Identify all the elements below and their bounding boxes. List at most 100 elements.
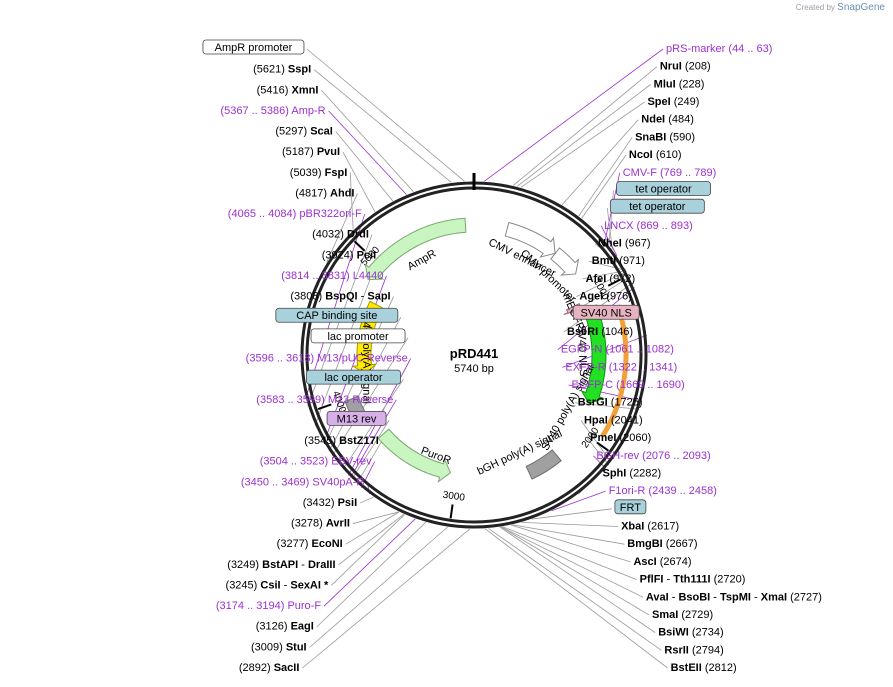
site-label-exfp-r[interactable]: EXFP-R (1322 .. 1341) bbox=[565, 361, 677, 373]
site-label-bsiwi[interactable]: BsiWI (2734) bbox=[658, 627, 723, 639]
site-label-bseri[interactable]: BseRI (1046) bbox=[567, 326, 633, 338]
label-name-part: L4440 bbox=[353, 270, 384, 282]
site-label-mlui[interactable]: MluI (228) bbox=[654, 78, 705, 90]
site-label-pvui[interactable]: (5187) PvuI bbox=[282, 146, 340, 158]
site-label-f1ori-r[interactable]: F1ori-R (2439 .. 2458) bbox=[609, 485, 717, 497]
label-position: (769 .. 789) bbox=[660, 167, 716, 179]
label-name-part: BmtI bbox=[592, 255, 616, 267]
site-label-tet-operator[interactable]: tet operator bbox=[609, 198, 705, 214]
site-label-sphi[interactable]: SphI (2282) bbox=[603, 467, 662, 479]
site-label-ampr-promoter[interactable]: AmpR promoter bbox=[202, 39, 305, 55]
feature-arrow-cmv-promoter[interactable] bbox=[550, 247, 580, 276]
label-position: (2439 .. 2458) bbox=[648, 485, 717, 497]
site-label-bstapi-draiii[interactable]: (3249) BstAPI - DraIII bbox=[227, 559, 335, 571]
site-label-ahdi[interactable]: (4817) AhdI bbox=[295, 187, 354, 199]
site-label-ndei[interactable]: NdeI (484) bbox=[641, 114, 694, 126]
label-position: (3126) bbox=[256, 621, 288, 633]
site-label-drdi[interactable]: (4032) DrdI bbox=[312, 229, 369, 241]
label-name-part: BstZ17I bbox=[339, 435, 379, 447]
site-label-nhei[interactable]: NheI (967) bbox=[598, 238, 651, 250]
label-name: (3814 .. 3831) L4440 bbox=[281, 270, 383, 282]
site-label-xbai[interactable]: XbaI (2617) bbox=[621, 521, 679, 533]
site-label-amp-r[interactable]: (5367 .. 5386) Amp-R bbox=[220, 105, 325, 117]
site-label-avai-bsobi-tspmi-xmai[interactable]: AvaI - BsoBI - TspMI - XmaI (2727) bbox=[646, 591, 822, 603]
site-label-afei[interactable]: AfeI (972) bbox=[586, 273, 636, 285]
site-label-bsrgi[interactable]: BsrGI (1725) bbox=[578, 397, 643, 409]
site-label-spei[interactable]: SpeI (249) bbox=[647, 96, 699, 108]
callout-line bbox=[568, 384, 642, 402]
site-label-stui[interactable]: (3009) StuI bbox=[251, 641, 307, 653]
plasmid-length: 5740 bp bbox=[454, 363, 494, 375]
label-name-part: SspI bbox=[288, 64, 311, 76]
callout-line bbox=[306, 48, 465, 182]
site-label-snabi[interactable]: SnaBI (590) bbox=[635, 131, 695, 143]
site-label-egfp-n[interactable]: EGFP-N (1061 .. 1082) bbox=[561, 344, 674, 356]
label-name-part: NheI bbox=[598, 238, 622, 250]
site-label-bmgbi[interactable]: BmgBI (2667) bbox=[627, 538, 697, 550]
label-position: (4032) bbox=[312, 229, 344, 241]
feature-arrow-puror[interactable] bbox=[377, 428, 452, 483]
site-label-pflfi-tth111i[interactable]: PflFI - Tth111I (2720) bbox=[640, 574, 746, 586]
site-label-agei[interactable]: AgeI (976) bbox=[579, 291, 632, 303]
label-name: (5621) SspI bbox=[253, 64, 311, 76]
callout-line bbox=[499, 526, 656, 633]
site-label-tet-operator[interactable]: tet operator bbox=[616, 181, 711, 196]
feature-arrow-megfp[interactable] bbox=[580, 304, 607, 405]
site-label-bmti[interactable]: BmtI (971) bbox=[592, 255, 645, 267]
site-label-frt[interactable]: FRT bbox=[614, 499, 647, 515]
site-label-psii[interactable]: (3432) PsiI bbox=[303, 497, 357, 509]
callout-line bbox=[360, 496, 374, 504]
site-label-bgh-rev[interactable]: BGH-rev (2076 .. 2093) bbox=[596, 450, 710, 462]
callout-line bbox=[352, 511, 399, 524]
label-name: SphI (2282) bbox=[603, 467, 662, 479]
site-label-lac-promoter[interactable]: lac promoter bbox=[310, 328, 406, 344]
feature-arrow-cmv-enhancer[interactable] bbox=[504, 221, 556, 258]
site-label-bspqi-sapi[interactable]: (3808) BspQI - SapI bbox=[290, 291, 390, 303]
site-label-egfp-c[interactable]: EGFP-C (1669 .. 1690) bbox=[572, 379, 685, 391]
site-label-avrii[interactable]: (3278) AvrII bbox=[291, 518, 350, 530]
label-name: (5297) ScaI bbox=[275, 126, 333, 138]
site-label-xmni[interactable]: (5416) XmnI bbox=[257, 84, 319, 96]
site-label-nrui[interactable]: NruI (208) bbox=[660, 61, 711, 73]
site-label-sspi[interactable]: (5621) SspI bbox=[253, 64, 311, 76]
site-label-pcii[interactable]: (3924) PciI bbox=[322, 249, 376, 261]
label-name-part: DraIII bbox=[308, 559, 336, 571]
label-position: (4065 .. 4084) bbox=[228, 208, 297, 220]
site-label-bstz17i[interactable]: (3545) BstZ17I bbox=[304, 435, 379, 447]
label-position: (2060) bbox=[619, 432, 651, 444]
site-label-sv40-nls[interactable]: SV40 NLS bbox=[572, 304, 640, 320]
site-label-hpai[interactable]: HpaI (2041) bbox=[584, 414, 643, 426]
site-label-ebv-rev[interactable]: (3504 .. 3523) EBV-rev bbox=[260, 456, 372, 468]
site-label-l4440[interactable]: (3814 .. 3831) L4440 bbox=[281, 270, 383, 282]
site-label-lac-operator[interactable]: lac operator bbox=[306, 369, 401, 385]
label-name: BmtI (971) bbox=[592, 255, 645, 267]
label-name: (4817) AhdI bbox=[295, 187, 354, 199]
site-label-m13-puc-reverse[interactable]: (3596 .. 3618) M13/pUC Reverse bbox=[246, 353, 408, 365]
site-label-prs-marker[interactable]: pRS-marker (44 .. 63) bbox=[666, 43, 772, 55]
site-label-pmei[interactable]: PmeI (2060) bbox=[590, 432, 651, 444]
site-label-lncx[interactable]: LNCX (869 .. 893) bbox=[604, 220, 693, 232]
site-label-fspi[interactable]: (5039) FspI bbox=[290, 167, 347, 179]
site-label-sv40pa-r[interactable]: (3450 .. 3469) SV40pA-R bbox=[241, 476, 365, 488]
site-label-ncoi[interactable]: NcoI (610) bbox=[629, 149, 682, 161]
feature-arrow-bgh-poly-a-signal[interactable] bbox=[525, 449, 562, 480]
callout-line bbox=[531, 508, 612, 520]
site-label-asci[interactable]: AscI (2674) bbox=[633, 556, 691, 568]
site-label-eagi[interactable]: (3126) EagI bbox=[256, 621, 314, 633]
site-label-puro-f[interactable]: (3174 .. 3194) Puro-F bbox=[216, 600, 321, 612]
site-label-cmv-f[interactable]: CMV-F (769 .. 789) bbox=[623, 167, 717, 179]
bp-tick-mark bbox=[596, 441, 610, 452]
site-label-rsrii[interactable]: RsrII (2794) bbox=[664, 644, 723, 656]
site-label-econi[interactable]: (3277) EcoNI bbox=[277, 538, 343, 550]
site-label-csii-sexai[interactable]: (3245) CsiI - SexAI * bbox=[226, 579, 329, 591]
site-label-m13-reverse[interactable]: (3583 .. 3599) M13 Reverse bbox=[256, 394, 393, 406]
site-label-scai[interactable]: (5297) ScaI bbox=[275, 126, 333, 138]
site-label-bsteii[interactable]: BstEII (2812) bbox=[671, 662, 737, 674]
site-label-pbr322ori-f[interactable]: (4065 .. 4084) pBR322ori-F bbox=[228, 208, 362, 220]
site-label-m13-rev[interactable]: M13 rev bbox=[326, 410, 387, 426]
site-label-cap-binding-site[interactable]: CAP binding site bbox=[275, 307, 399, 323]
feature-arrow-ampr[interactable] bbox=[364, 217, 467, 281]
site-label-smai[interactable]: SmaI (2729) bbox=[652, 609, 713, 621]
label-position: (2617) bbox=[647, 521, 679, 533]
site-label-sacii[interactable]: (2892) SacII bbox=[239, 662, 300, 674]
